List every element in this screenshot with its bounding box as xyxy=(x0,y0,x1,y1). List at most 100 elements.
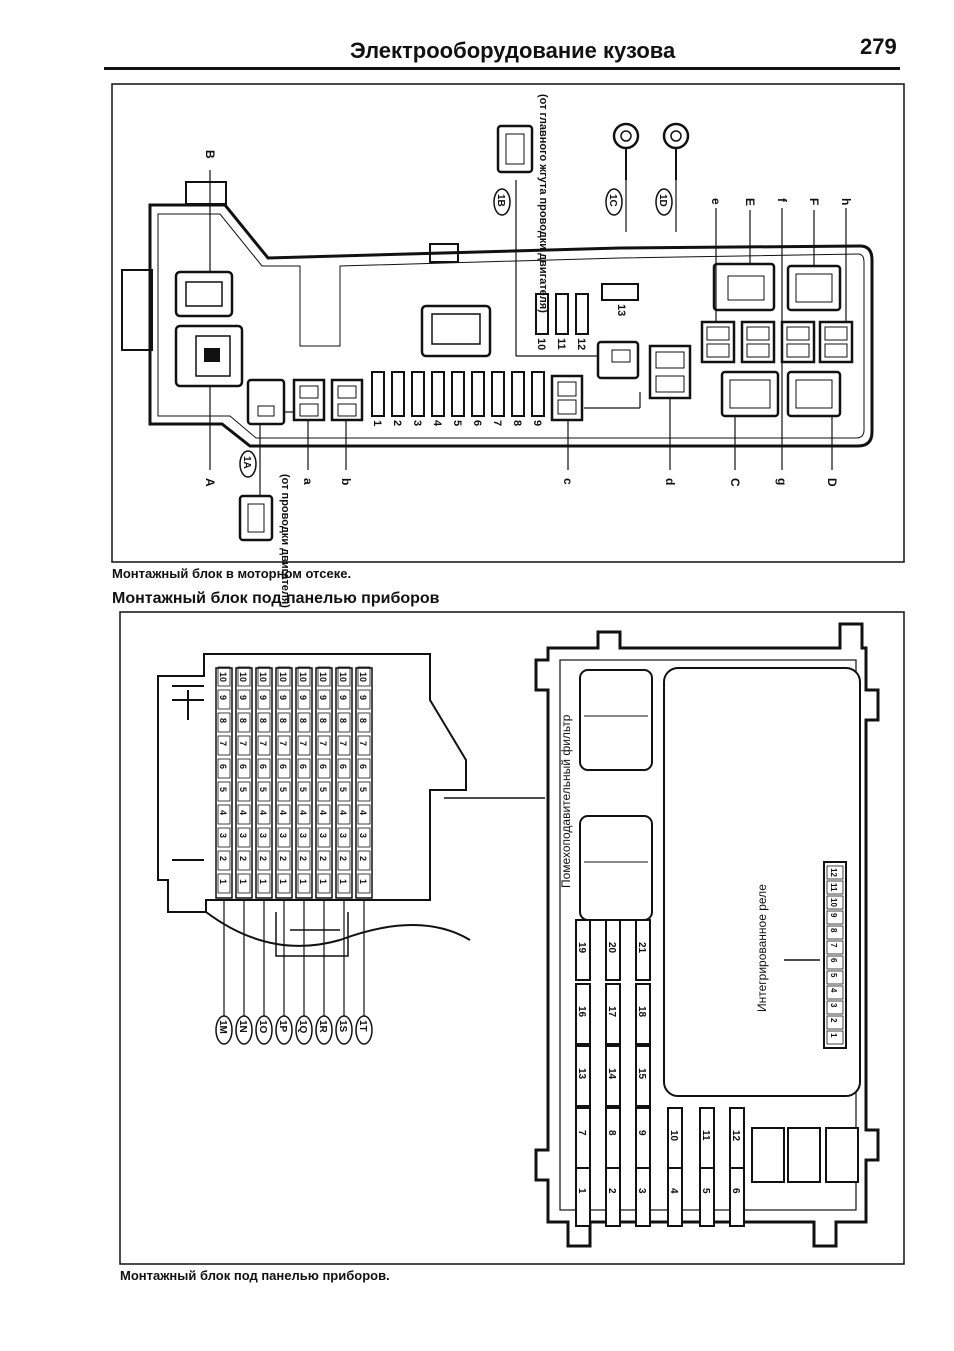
page-number: 279 xyxy=(860,34,897,59)
label-D: D xyxy=(825,478,839,487)
relay-pin: 5 xyxy=(829,973,838,978)
engine-fuse-9: 9 xyxy=(531,371,545,426)
pin-number: 9 xyxy=(298,695,308,700)
dash-fuse-6: 6 xyxy=(729,1165,745,1227)
pin-number: 7 xyxy=(258,741,268,746)
relay-pin: 12 xyxy=(829,868,838,877)
label-B: B xyxy=(203,150,217,159)
pin-number: 6 xyxy=(318,764,328,769)
engine-block-side xyxy=(121,269,153,351)
pin-number: 4 xyxy=(278,810,288,815)
pin-number: 5 xyxy=(238,787,248,792)
label-E: E xyxy=(743,198,757,206)
pin-number: 8 xyxy=(278,718,288,723)
engine-block-inner xyxy=(157,213,865,439)
plug-1B xyxy=(496,124,534,174)
dash-fuse-10: 10 xyxy=(667,1107,683,1169)
engine-fuse-2: 2 xyxy=(391,371,405,426)
pin-number: 4 xyxy=(218,810,228,815)
pin-number: 3 xyxy=(298,833,308,838)
relay-C xyxy=(720,370,780,418)
pin-number: 5 xyxy=(258,787,268,792)
integrated-relay-box xyxy=(663,667,861,1097)
fuse-number-8: 8 xyxy=(511,420,523,426)
dash-fuse-3: 3 xyxy=(635,1165,651,1227)
pin-number: 9 xyxy=(278,695,288,700)
pin-number: 4 xyxy=(258,810,268,815)
pin-number: 9 xyxy=(338,695,348,700)
svg-text:16: 16 xyxy=(576,1006,587,1018)
dash-fuse-13: 13 xyxy=(575,1045,591,1107)
connector-id-1A: 1A xyxy=(239,450,257,478)
svg-text:1R: 1R xyxy=(317,1020,328,1034)
relay-E xyxy=(712,262,776,312)
svg-text:20: 20 xyxy=(606,942,617,954)
pin-number: 1 xyxy=(298,879,308,884)
fuse-number-11: 11 xyxy=(555,338,567,350)
header-rule xyxy=(104,67,900,70)
relay-pin: 4 xyxy=(829,988,838,993)
fuse-12 xyxy=(575,293,589,335)
relay-F xyxy=(786,264,842,312)
svg-text:6: 6 xyxy=(730,1188,741,1194)
fuse-number-5: 5 xyxy=(451,420,463,426)
pin-number: 2 xyxy=(218,856,228,861)
pin-number: 2 xyxy=(318,856,328,861)
engine-leader-lines xyxy=(209,170,847,496)
dash-fuse-12: 12 xyxy=(729,1107,745,1169)
pin-number: 1 xyxy=(338,879,348,884)
engine-block-tab xyxy=(185,181,227,205)
svg-text:19: 19 xyxy=(576,942,587,954)
relay-f xyxy=(740,320,776,364)
dash-right-outline xyxy=(534,622,880,1248)
fuse-number-7: 7 xyxy=(491,420,503,426)
connector-id-1D: 1D xyxy=(655,188,673,216)
pin-number: 8 xyxy=(358,718,368,723)
pin-number: 1 xyxy=(278,879,288,884)
connector-id-1R: 1R xyxy=(315,1015,333,1045)
pin-number: 3 xyxy=(318,833,328,838)
connector-id-1P: 1P xyxy=(275,1015,293,1045)
svg-text:18: 18 xyxy=(636,1006,647,1018)
dash-fuse-5: 5 xyxy=(699,1165,715,1227)
relay-pin: 3 xyxy=(829,1003,838,1008)
engine-block-frame xyxy=(111,83,905,563)
svg-text:12: 12 xyxy=(730,1130,741,1142)
filter-label: Помехоподавительный фильтр xyxy=(559,714,573,888)
dash-fuse-16: 16 xyxy=(575,983,591,1045)
fuse-number-2: 2 xyxy=(391,420,403,426)
connector-id-1O: 1O xyxy=(255,1015,273,1045)
label-c: c xyxy=(561,478,575,485)
pin-number: 2 xyxy=(338,856,348,861)
pin-number: 7 xyxy=(298,741,308,746)
pin-number: 3 xyxy=(338,833,348,838)
svg-text:1T: 1T xyxy=(357,1020,368,1032)
svg-text:4: 4 xyxy=(668,1188,679,1194)
relay-e xyxy=(700,320,736,364)
relay-pin: 9 xyxy=(829,913,838,918)
pin-number: 1 xyxy=(358,879,368,884)
svg-text:1C: 1C xyxy=(607,194,618,207)
pin-number: 6 xyxy=(238,764,248,769)
fuse-11 xyxy=(555,293,569,335)
pin-number: 9 xyxy=(258,695,268,700)
svg-text:13: 13 xyxy=(576,1068,587,1080)
pin-number: 8 xyxy=(338,718,348,723)
pin-number: 8 xyxy=(298,718,308,723)
relay-pin: 7 xyxy=(829,943,838,948)
svg-text:1B: 1B xyxy=(495,194,506,207)
pin-number: 7 xyxy=(318,741,328,746)
pin-number: 10 xyxy=(278,672,288,682)
pin-number: 6 xyxy=(218,764,228,769)
dash-left-housing xyxy=(157,653,471,957)
